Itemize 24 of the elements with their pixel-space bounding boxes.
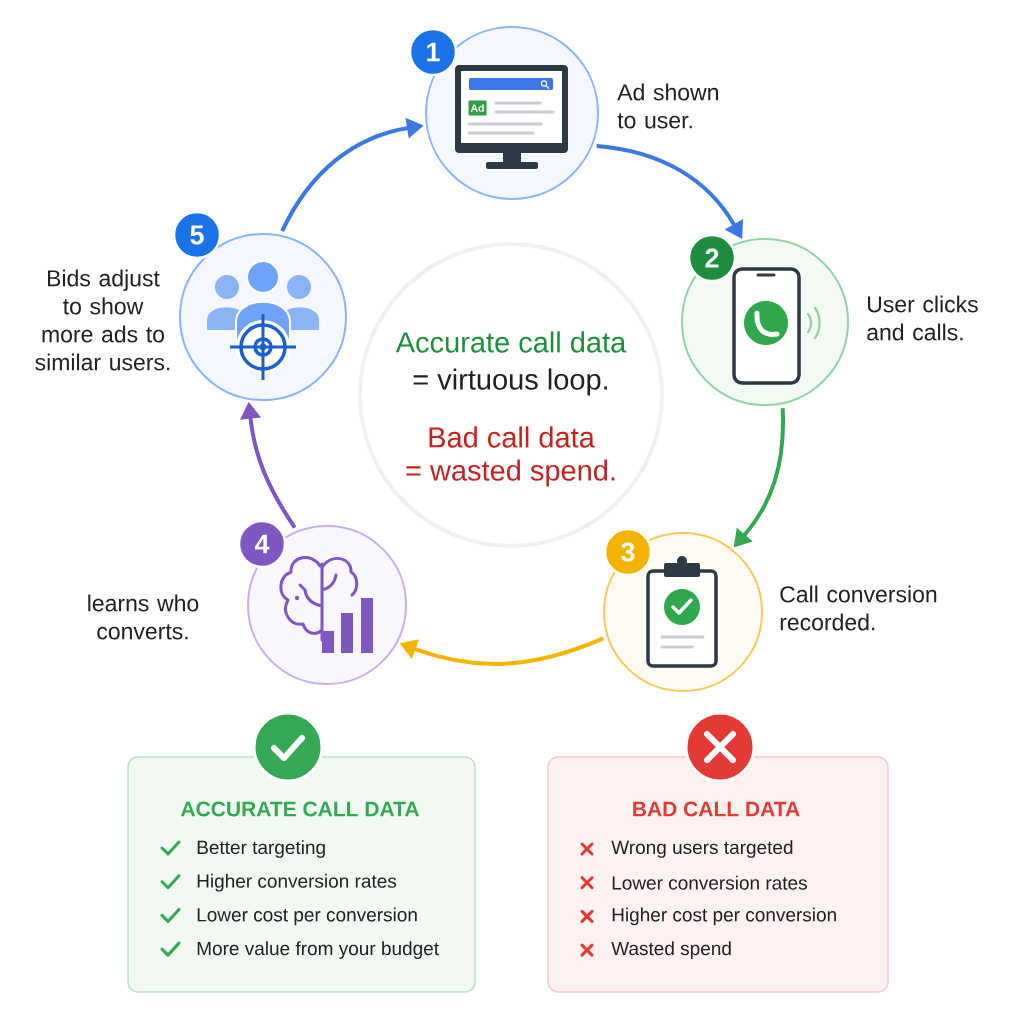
list-item: Lower cost per conversion [197, 907, 417, 926]
step-number-badge: 1 [408, 27, 458, 77]
step-caption: learns who converts. [88, 594, 199, 640]
step-number-badge: 5 [172, 210, 222, 260]
summary-text: Bad call data [429, 426, 595, 448]
list-item: Wrong users targeted [611, 840, 793, 858]
step-caption: User clicks and calls. [867, 295, 978, 341]
summary-text: = virtuous loop. [413, 368, 608, 396]
panel-heading: ACCURATE CALL DATA [180, 801, 419, 817]
panel-heading: BAD CALL DATA [633, 801, 800, 817]
list-item: Higher cost per conversion [612, 907, 836, 926]
step-number-badge: 4 [237, 519, 287, 569]
summary-text: = wasted spend. [406, 459, 615, 487]
list-item: More value from your budget [197, 941, 439, 959]
list-item: Wasted spend [611, 941, 731, 959]
list-item: Higher conversion rates [197, 873, 397, 892]
step-caption: Call conversion recorded. [780, 585, 937, 631]
step-caption: Ad shown to user. [617, 83, 718, 129]
step-caption: Bids adjust to show more ads to similar users. [35, 269, 170, 371]
list-item: Better targeting [197, 840, 325, 858]
step-number-badge: 2 [687, 233, 737, 283]
list-item: Lower conversion rates [612, 875, 807, 890]
summary-text: Accurate call data [395, 331, 627, 353]
step-number-badge: 3 [603, 527, 653, 577]
